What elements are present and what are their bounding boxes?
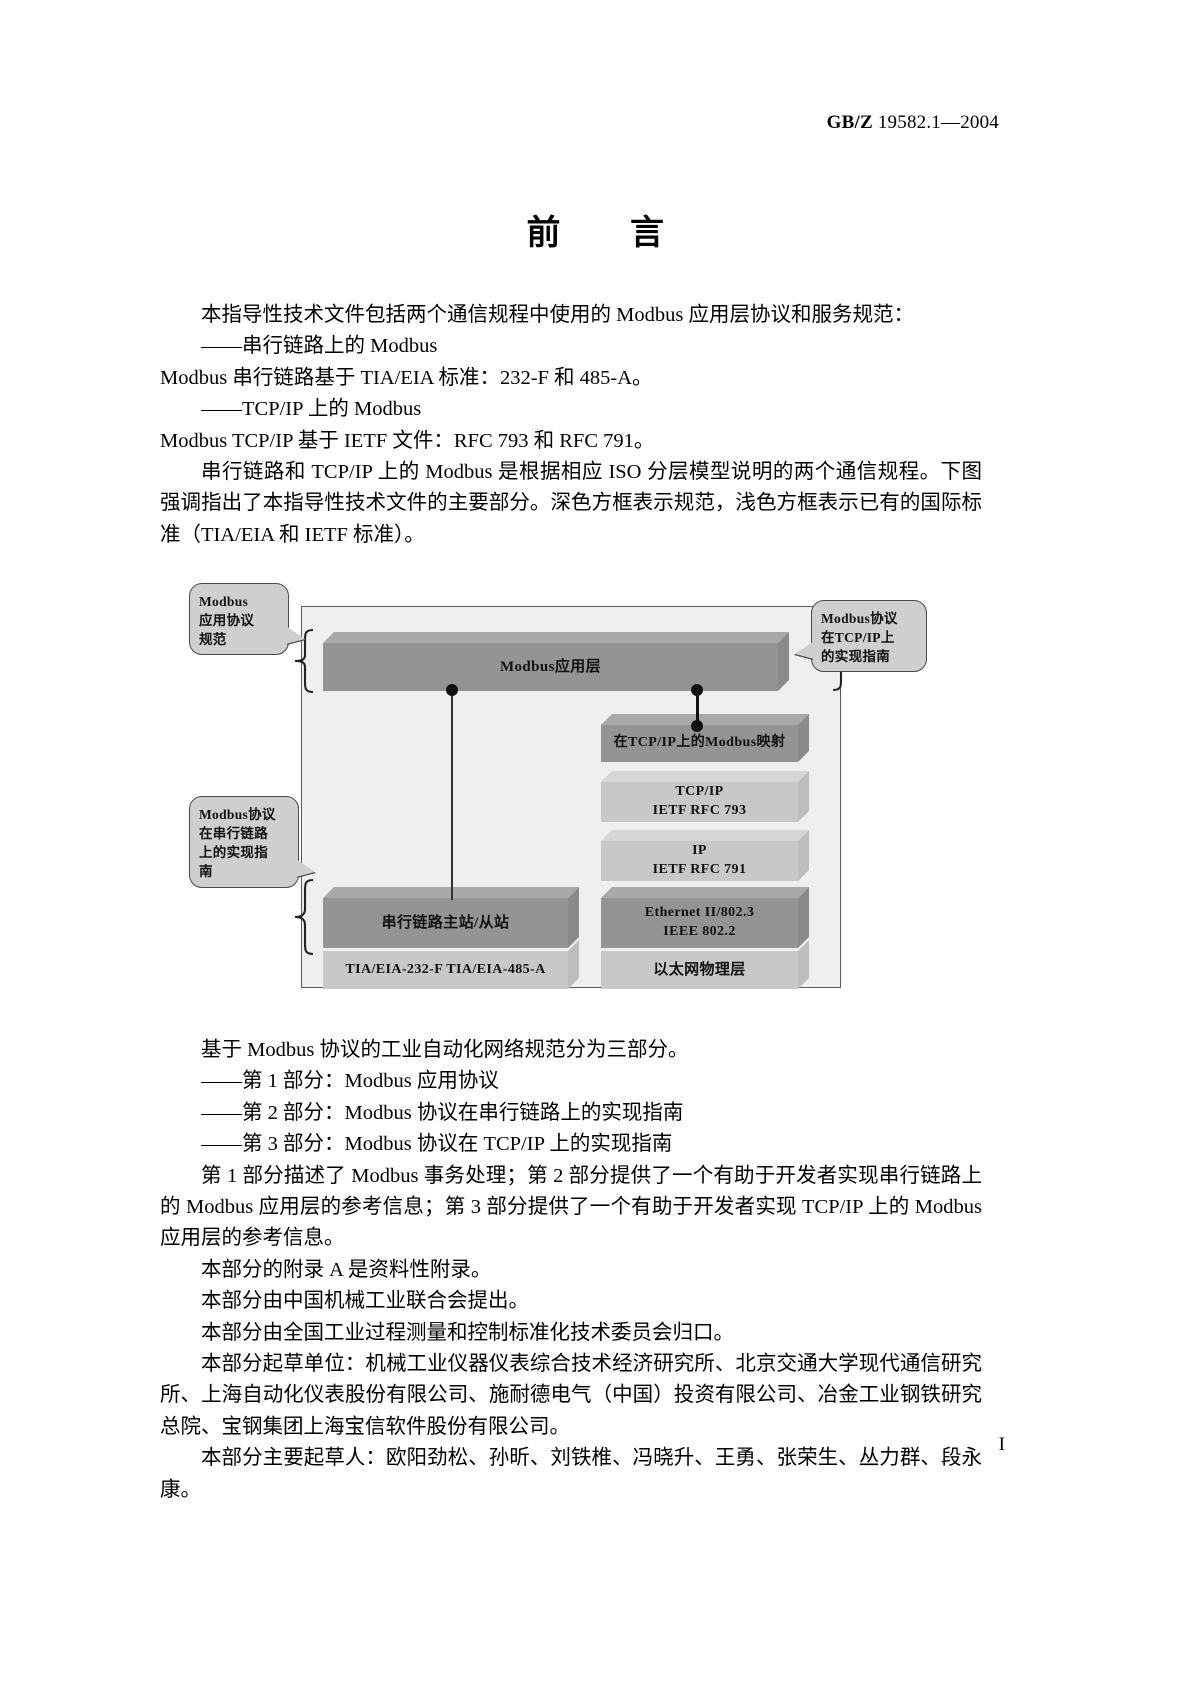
detail-line-7: 本部分由中国机械工业联合会提出。 <box>201 1290 529 1313</box>
foreword-intro: 本指导性技术文件包括两个通信规程中使用的 Modbus 应用层协议和服务规范： … <box>160 300 982 551</box>
box-tia-eia-physical: TIA/EIA-232-F TIA/EIA-485-A <box>323 940 579 989</box>
foreword-line-5: Modbus TCP/IP 基于 IETF 文件：RFC 793 和 RFC 7… <box>160 429 655 452</box>
box-modbus-application-layer: Modbus应用层 <box>323 632 789 691</box>
callout-modbus-tcpip-impl-guide: Modbus协议在TCP/IP上的实现指南 <box>795 600 927 672</box>
foreword-line-1: 本指导性技术文件包括两个通信规程中使用的 Modbus 应用层协议和服务规范： <box>201 304 914 326</box>
foreword-line-6: 串行链路和 TCP/IP 上的 Modbus 是根据相应 ISO 分层模型说明的… <box>160 461 982 546</box>
running-header: GB/Z 19582.1—2004 <box>827 112 999 134</box>
page-title: 前 言 <box>526 215 665 252</box>
detail-line-9: 本部分起草单位：机械工业仪器仪表综合技术经济研究所、北京交通大学现代通信研究所、… <box>160 1353 982 1438</box>
page-number: I <box>998 1434 1005 1455</box>
callout-text: Modbus协议在串行链路上的实现指南 <box>199 807 276 880</box>
box-serial-master-slave: 串行链路主站/从站 <box>323 887 579 948</box>
foreword-details: 基于 Modbus 协议的工业自动化网络规范分为三部分。 ——第 1 部分：Mo… <box>160 1035 982 1506</box>
callout-modbus-serial-impl-guide: Modbus协议在串行链路上的实现指南 <box>189 796 315 888</box>
connector-line-app-serial <box>451 690 454 900</box>
detail-line-1: 基于 Modbus 协议的工业自动化网络规范分为三部分。 <box>201 1039 689 1061</box>
brace-app-layer <box>294 628 314 694</box>
box-ethernet-physical-layer: 以太网物理层 <box>601 940 809 989</box>
foreword-line-4: ——TCP/IP 上的 Modbus <box>201 398 422 421</box>
detail-line-3: ——第 2 部分：Modbus 协议在串行链路上的实现指南 <box>201 1101 684 1124</box>
detail-line-10: 本部分主要起草人：欧阳劲松、孙昕、刘铁椎、冯晓升、王勇、张荣生、丛力群、段永康。 <box>160 1447 982 1501</box>
callout-text: Modbus协议在TCP/IP上的实现指南 <box>821 611 898 665</box>
standard-prefix: GB/Z <box>826 112 873 133</box>
foreword-line-3: Modbus 串行链路基于 TIA/EIA 标准：232-F 和 485-A。 <box>160 366 653 389</box>
detail-line-6: 本部分的附录 A 是资料性附录。 <box>201 1258 492 1281</box>
box-label: Modbus应用层 <box>323 643 778 691</box>
foreword-line-2: ——串行链路上的 Modbus <box>201 335 438 358</box>
detail-line-2: ——第 1 部分：Modbus 应用协议 <box>201 1070 499 1093</box>
detail-line-5: 第 1 部分描述了 Modbus 事务处理；第 2 部分提供了一个有助于开发者实… <box>160 1164 982 1250</box>
standard-number: 19582.1—2004 <box>872 112 999 133</box>
detail-line-4: ——第 3 部分：Modbus 协议在 TCP/IP 上的实现指南 <box>201 1133 673 1156</box>
box-label: 串行链路主站/从站 <box>323 898 568 948</box>
connector-dot-app-serial <box>446 684 458 696</box>
box-label: 在TCP/IP上的Modbus映射 <box>601 725 798 762</box>
brace-serial-stack <box>294 878 314 956</box>
box-label: 以太网物理层 <box>601 951 798 989</box>
box-label: TIA/EIA-232-F TIA/EIA-485-A <box>323 951 568 989</box>
detail-line-8: 本部分由全国工业过程测量和控制标准化技术委员会归口。 <box>201 1321 734 1344</box>
box-modbus-tcpip-mapping: 在TCP/IP上的Modbus映射 <box>601 714 809 762</box>
